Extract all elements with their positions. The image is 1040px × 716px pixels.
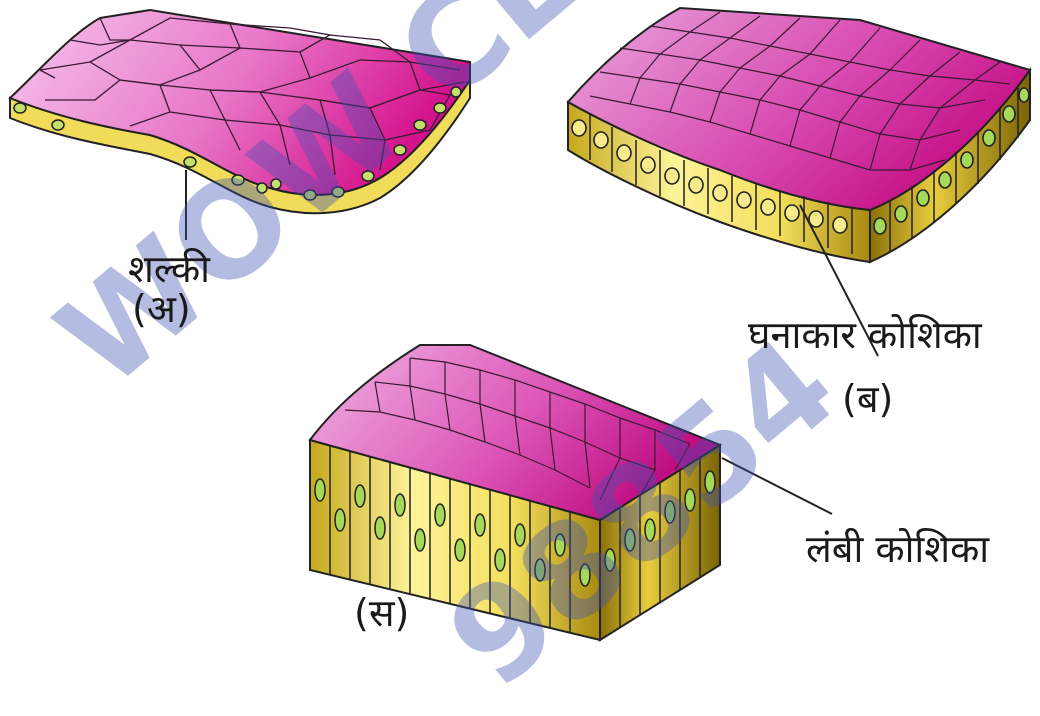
columnar-pointer <box>722 458 832 514</box>
label-cuboidal-tag: (ब) <box>842 380 893 418</box>
label-columnar: लंबी कोशिका <box>806 530 989 568</box>
label-columnar-tag: (स) <box>354 594 409 632</box>
label-squamous-tag: (अ) <box>132 290 191 328</box>
label-cuboidal: घनाकार कोशिका <box>748 316 982 354</box>
squamous-epithelium <box>10 10 470 240</box>
label-squamous: शल्की <box>128 250 210 288</box>
cuboidal-epithelium <box>568 8 1030 356</box>
